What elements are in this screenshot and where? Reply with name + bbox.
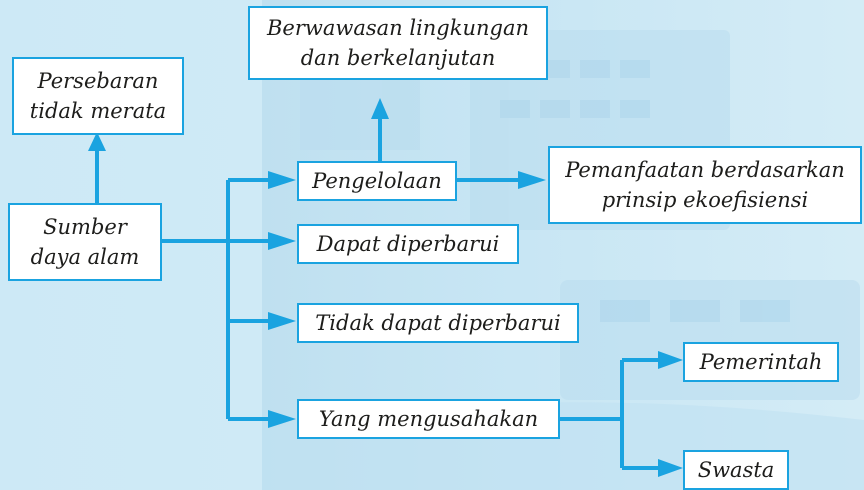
arrowhead-pemanfaatan bbox=[518, 171, 546, 189]
arrowhead-mengusahakan bbox=[268, 410, 296, 428]
node-tidak-dapat-diperbarui: Tidak dapat diperbarui bbox=[297, 303, 579, 343]
node-pemanfaatan-ekoefisiensi: Pemanfaatan berdasarkan prinsip ekoefisi… bbox=[548, 146, 862, 224]
node-persebaran-tidak-merata: Persebaran tidak merata bbox=[12, 57, 184, 135]
node-yang-mengusahakan: Yang mengusahakan bbox=[297, 399, 560, 439]
node-dapat-diperbarui: Dapat diperbarui bbox=[297, 224, 519, 264]
node-berwawasan-lingkungan: Berwawasan lingkungan dan berkelanjutan bbox=[248, 6, 548, 80]
node-swasta: Swasta bbox=[683, 450, 789, 490]
arrowhead-diperbarui bbox=[268, 232, 296, 250]
arrowhead-tidak-diperbarui bbox=[268, 312, 296, 330]
arrowhead-up-berwawasan bbox=[371, 98, 389, 119]
arrowhead-up-persebaran bbox=[88, 132, 106, 151]
arrowhead-swasta bbox=[658, 459, 683, 477]
arrowhead-pengelolaan bbox=[268, 171, 296, 189]
node-pemerintah: Pemerintah bbox=[683, 342, 839, 382]
arrowhead-pemerintah bbox=[658, 351, 683, 369]
node-pengelolaan: Pengelolaan bbox=[297, 161, 457, 201]
node-sumber-daya-alam: Sumber daya alam bbox=[8, 203, 162, 281]
